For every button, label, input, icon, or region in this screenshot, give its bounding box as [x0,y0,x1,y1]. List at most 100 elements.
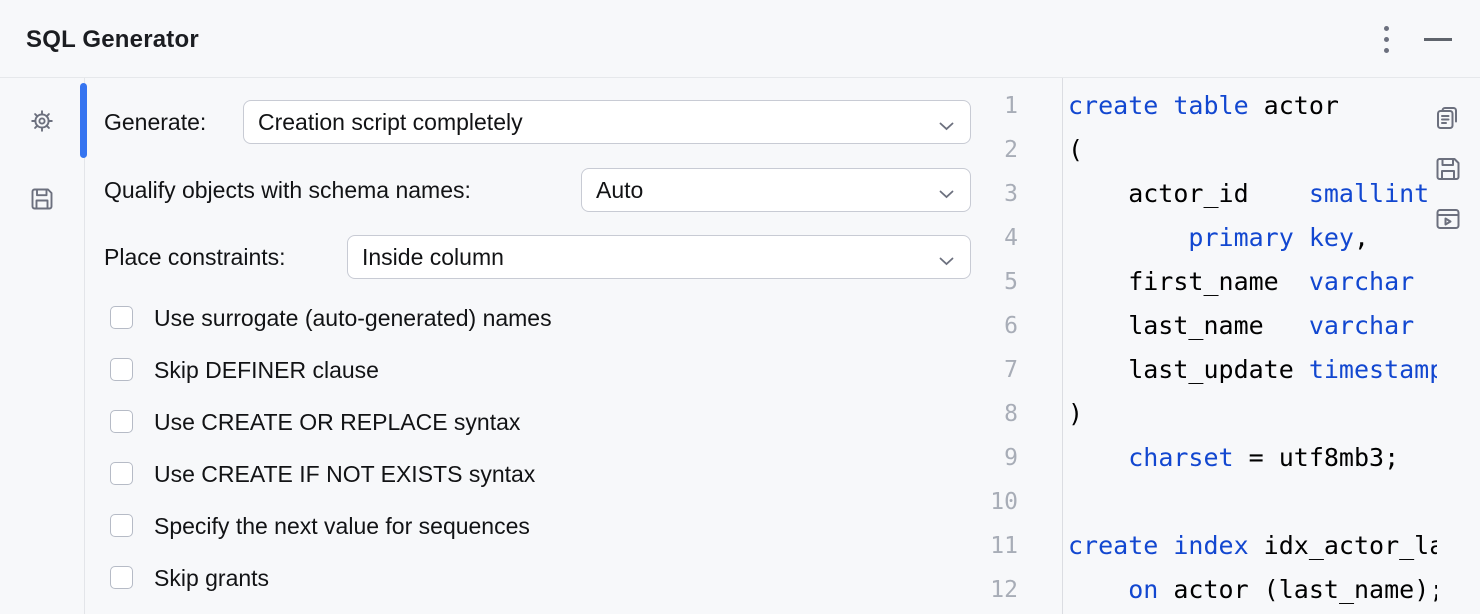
sql-keyword: varchar [1308,267,1415,296]
line-number: 9 [1004,445,1018,471]
editor-actions [1433,104,1473,254]
sql-keyword: create table [1068,91,1264,120]
code-line: first_name varchar [1068,260,1437,304]
left-toolstrip [0,78,84,614]
qualify-value: Auto [596,177,644,203]
dialog-header: SQL Generator [0,0,1480,77]
checkbox-row[interactable]: Use surrogate (auto-generated) names [110,305,810,332]
code-line: last_name varchar [1068,304,1437,348]
sql-keyword: create index [1068,531,1264,560]
header-divider [0,77,1480,78]
page-title: SQL Generator [26,26,199,53]
sql-keyword: charset [1128,443,1234,472]
sql-keyword: primary key [1188,223,1354,252]
open-in-console-button[interactable] [1433,204,1465,236]
sql-text [1068,443,1128,472]
qualify-label: Qualify objects with schema names: [104,177,471,203]
qualify-row: Qualify objects with schema names: Auto [104,168,971,214]
line-number: 1 [1004,93,1018,119]
checkbox-label[interactable]: Skip DEFINER clause [154,357,379,383]
sql-text: = utf8mb3; [1233,443,1400,472]
chevron-down-icon [939,186,954,204]
sql-keyword: timestamp [1308,355,1437,384]
sql-text: idx_actor_last_name [1263,531,1437,560]
more-options-button[interactable] [1374,22,1400,58]
kebab-dot [1384,48,1389,53]
checkbox-unchecked[interactable] [110,514,133,537]
checkbox-label[interactable]: Specify the next value for sequences [154,513,530,539]
copy-button[interactable] [1433,104,1465,136]
sql-keyword: varchar [1308,311,1415,340]
settings-button[interactable] [28,107,56,135]
constraints-dropdown[interactable]: Inside column [347,235,971,279]
checkbox-unchecked[interactable] [110,306,133,329]
code-line: actor_id smallint [1068,172,1437,216]
checkbox-unchecked[interactable] [110,462,133,485]
form-scrollbar-track [84,78,85,614]
checkbox-label[interactable]: Use CREATE IF NOT EXISTS syntax [154,461,536,487]
line-number: 4 [1004,225,1018,251]
code-line: create index idx_actor_last_name [1068,524,1437,568]
constraints-value: Inside column [362,244,504,270]
minimize-icon [1424,38,1452,41]
line-number: 10 [990,489,1018,515]
sql-text: , [1354,223,1370,252]
checkbox-row[interactable]: Use CREATE OR REPLACE syntax [110,409,810,436]
gear-icon [28,107,56,135]
line-number: 12 [990,577,1018,603]
checkbox-label[interactable]: Use CREATE OR REPLACE syntax [154,409,521,435]
minimize-button[interactable] [1423,28,1455,50]
sql-text: last_update [1068,355,1309,384]
code-line: primary key, [1068,216,1437,260]
checkbox-unchecked[interactable] [110,410,133,433]
chevron-down-icon [939,253,954,271]
generate-label: Generate: [104,109,207,135]
sql-keyword: smallint [1308,179,1430,208]
chevron-down-icon [939,118,954,136]
form-scrollbar-thumb[interactable] [80,83,87,158]
sql-text: first_name [1068,267,1309,296]
sql-text [1068,575,1128,604]
sql-preview-editor[interactable]: create table actor ( actor_id smallint pr… [1068,84,1437,614]
save-to-file-button[interactable] [1433,154,1465,186]
line-number: 6 [1004,313,1018,339]
checkbox-row[interactable]: Use CREATE IF NOT EXISTS syntax [110,461,810,488]
checkbox-label[interactable]: Use surrogate (auto-generated) names [154,305,552,331]
constraints-label: Place constraints: [104,244,286,270]
code-line: on actor (last_name); [1068,568,1437,612]
generate-value: Creation script completely [258,109,523,135]
sql-text: actor_id [1068,179,1309,208]
qualify-dropdown[interactable]: Auto [581,168,971,212]
checkbox-unchecked[interactable] [110,566,133,589]
checkbox-row[interactable]: Skip grants [110,565,810,592]
checkbox-row[interactable]: Skip DEFINER clause [110,357,810,384]
copy-icon [1433,104,1465,134]
line-number: 8 [1004,401,1018,427]
checkbox-unchecked[interactable] [110,358,133,381]
save-icon [28,185,56,213]
sql-text: ) [1068,399,1084,428]
sql-text: ( [1068,135,1084,164]
generate-dropdown[interactable]: Creation script completely [243,100,971,144]
generator-settings-form: Generate: Creation script completely Qua… [104,78,984,614]
kebab-dot [1384,37,1389,42]
generate-row: Generate: Creation script completely [104,100,971,146]
sql-text: last_name [1068,311,1309,340]
code-line [1068,480,1437,524]
code-line: create table actor [1068,84,1437,128]
sql-text: actor (last_name); [1158,575,1437,604]
line-number: 5 [1004,269,1018,295]
code-line: last_update timestamp [1068,348,1437,392]
line-number: 2 [1004,137,1018,163]
line-number: 11 [990,533,1018,559]
checkbox-label[interactable]: Skip grants [154,565,270,591]
code-line: ) [1068,392,1437,436]
save-settings-button[interactable] [28,185,56,213]
open-in-console-icon [1433,204,1465,234]
sql-text: actor [1263,91,1339,120]
code-line: charset = utf8mb3; [1068,436,1437,480]
line-number: 7 [1004,357,1018,383]
checkbox-row[interactable]: Specify the next value for sequences [110,513,810,540]
line-number: 3 [1004,181,1018,207]
